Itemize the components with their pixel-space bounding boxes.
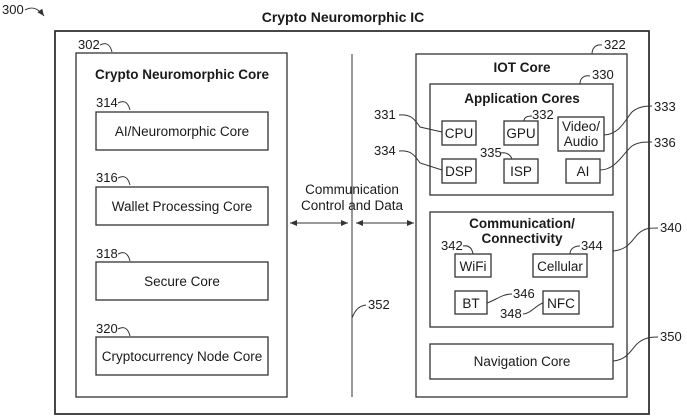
figure-title: Crypto Neuromorphic IC [262, 9, 425, 25]
ref-316: 316 [96, 170, 118, 185]
wifi-label: WiFi [460, 259, 487, 274]
crypto-neuromorphic-core-box [75, 52, 288, 398]
ref-346: 346 [513, 286, 535, 301]
cpu-label: CPU [445, 126, 474, 141]
ref-331: 331 [374, 107, 396, 122]
isp-label: ISP [510, 164, 532, 179]
ref-302: 302 [78, 37, 100, 52]
ref-340-leader [612, 227, 659, 252]
ref-333: 333 [654, 99, 676, 114]
nfc-box [542, 290, 580, 315]
cpu-box [441, 120, 477, 146]
iot-core-box [415, 53, 628, 398]
video-audio-label-line1: Video/ [562, 119, 600, 134]
communication-bus: Communication Control and Data 352 [290, 54, 414, 397]
cryptocurrency-node-core-label: Cryptocurrency Node Core [102, 349, 263, 364]
ref-350: 350 [660, 329, 682, 344]
connectivity-box [429, 211, 614, 328]
ref-342: 342 [441, 238, 463, 253]
ref-334-leader [398, 150, 443, 171]
video-audio-label-line2: Audio [564, 134, 599, 149]
figure-ref-arrow-icon [24, 7, 45, 17]
ref-348: 348 [500, 306, 522, 321]
ref-335: 335 [480, 145, 502, 160]
ref-322: 322 [604, 37, 626, 52]
wifi-box [454, 253, 492, 278]
secure-core-label: Secure Core [144, 274, 220, 289]
ref-335-leader [499, 152, 513, 160]
iot-core-block: 322 IOT Core 330 Application Cores 331 C… [374, 37, 682, 398]
ref-344-leader [569, 245, 581, 255]
connectivity-title-line2: Connectivity [481, 231, 563, 246]
ref-342-leader [462, 245, 474, 255]
ai-box [565, 158, 601, 184]
ref-330: 330 [592, 67, 614, 82]
ref-336-leader [599, 141, 653, 171]
figure-ref-300: 300 [2, 2, 45, 17]
application-cores-box [429, 83, 614, 196]
ref-332: 332 [532, 107, 554, 122]
figure-ref-label: 300 [2, 2, 24, 17]
ref-333-leader [603, 105, 653, 136]
ref-320-leader [117, 327, 131, 337]
crypto-neuromorphic-core-title: Crypto Neuromorphic Core [95, 67, 270, 82]
navigation-core-label: Navigation Core [474, 354, 571, 369]
ref-340: 340 [660, 220, 682, 235]
cellular-box [532, 253, 588, 278]
video-audio-box [557, 116, 605, 152]
connectivity-title-line1: Communication/ [469, 216, 575, 231]
nfc-label: NFC [547, 296, 575, 311]
gpu-label: GPU [506, 126, 535, 141]
isp-box [503, 158, 539, 184]
ref-314: 314 [96, 95, 118, 110]
ref-316-leader [117, 176, 131, 186]
ref-352-leader [351, 304, 367, 319]
crypto-neuromorphic-core-block: 302 Crypto Neuromorphic Core 314 AI/Neur… [75, 37, 288, 398]
dsp-box [441, 158, 477, 184]
ref-344: 344 [581, 238, 603, 253]
wallet-processing-core-box [95, 186, 269, 226]
application-cores-title: Application Cores [464, 91, 580, 106]
bus-label-line1: Communication [305, 182, 399, 197]
ref-336: 336 [654, 135, 676, 150]
ref-332-leader [523, 115, 533, 122]
bt-label: BT [462, 296, 479, 311]
cellular-label: Cellular [537, 259, 583, 274]
bus-label-line2: Control and Data [301, 198, 404, 213]
secure-core-box [95, 261, 269, 301]
ref-320: 320 [96, 321, 118, 336]
ai-label: AI [577, 164, 590, 179]
ref-331-leader [398, 114, 443, 133]
navigation-core-box [429, 343, 614, 380]
ref-302-leader [99, 43, 113, 53]
ref-318: 318 [96, 246, 118, 261]
ref-318-leader [117, 252, 131, 262]
ref-346-leader [486, 293, 513, 304]
ref-348-leader [522, 302, 544, 315]
ai-neuromorphic-core-box [95, 111, 269, 151]
dsp-label: DSP [445, 164, 473, 179]
wallet-processing-core-label: Wallet Processing Core [112, 199, 253, 214]
iot-core-title: IOT Core [493, 60, 550, 75]
ref-330-leader [579, 75, 591, 85]
cryptocurrency-node-core-box [95, 336, 269, 376]
ref-322-leader [591, 44, 603, 55]
ref-350-leader [612, 336, 659, 362]
ref-334: 334 [374, 143, 396, 158]
ic-outer-box [54, 30, 650, 415]
ai-neuromorphic-core-label: AI/Neuromorphic Core [115, 124, 249, 139]
ref-314-leader [117, 101, 131, 111]
ref-352: 352 [368, 297, 390, 312]
gpu-box [503, 120, 539, 146]
